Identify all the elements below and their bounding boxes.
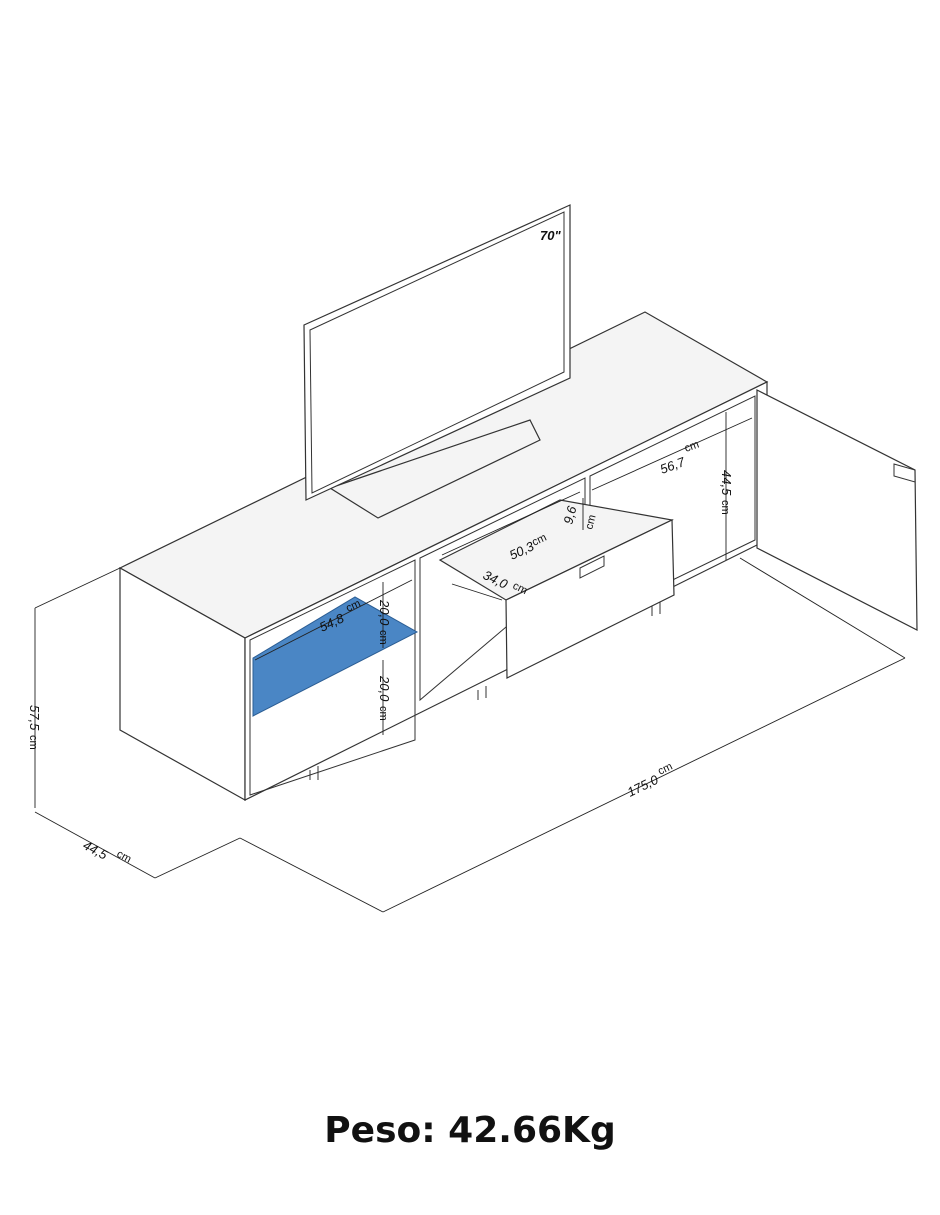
right-compartment-width-unit: cm [683,439,701,455]
left-compartment [249,559,416,796]
drawer-height-value: 9,6 [560,504,579,526]
height-value: 57,5 [27,705,42,731]
height-extension-top [34,567,121,609]
shelf-gap-lower-unit: cm [377,706,389,721]
right-compartment-height-unit: cm [719,500,731,515]
width-extension-left [239,837,384,913]
depth-dimension-line [34,811,156,879]
width-extension-right [739,557,906,659]
depth-extension [154,837,241,879]
right-compartment-height-value: 44,5 [719,470,734,496]
drawer-handle [579,555,605,579]
cabinet-door [756,389,918,631]
tv-frame [303,204,571,501]
shelf-gap-lower-value: 20,0 [377,675,392,702]
tv-screen [309,211,565,494]
depth-value: 44,5 [81,837,111,862]
right-compartment-width-line [591,417,753,491]
shelf-gap-upper-unit: cm [377,630,389,645]
width-dimension-line [382,657,906,913]
width-value: 175,0 [625,772,662,800]
shelf-gap-upper-value: 20,0 [377,599,392,626]
drawer-front [505,519,675,679]
drawer-width-unit: cm [530,532,548,549]
tv-size-label: 70" [540,228,561,243]
shelf-width-unit: cm [344,598,362,615]
drawer-width-line [441,491,581,556]
adjustable-shelf [252,596,419,717]
tv-base [328,419,541,519]
depth-unit: cm [115,848,134,865]
door-hinge [893,463,916,483]
drawer-depth-unit: cm [511,580,529,597]
drawer-depth-line [451,583,503,601]
shelf-width-line [254,579,413,661]
weight-label: Peso: 42.66Kg [324,1110,616,1151]
height-unit: cm [27,735,39,750]
drawer-height-unit: cm [583,513,598,530]
width-unit: cm [656,760,674,777]
